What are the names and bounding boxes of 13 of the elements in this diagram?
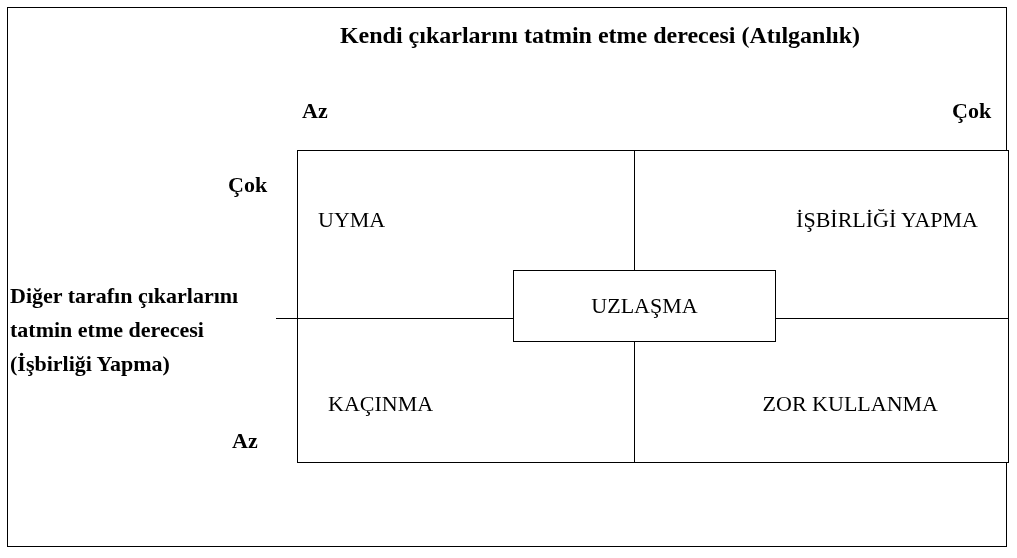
quadrant-label: KAÇINMA <box>328 391 434 417</box>
quadrant-label: UYMA <box>318 207 386 233</box>
axis-label: Çok <box>952 97 992 125</box>
quadrant-cell <box>634 318 1009 463</box>
title: Kendi çıkarlarını tatmin etme derecesi (Atılganlık) <box>338 22 862 49</box>
axis-label: Az <box>302 97 328 125</box>
axis-label: Diğer tarafın çıkarlarını tatmin etme derecesi (İşbirliği Yapma) <box>10 282 240 378</box>
quadrant-cell <box>297 318 635 463</box>
center-box: UZLAŞMA <box>513 270 776 342</box>
axis-label: Çok <box>228 171 268 199</box>
axis-label: Az <box>232 427 258 455</box>
quadrant-label: ZOR KULLANMA <box>762 391 938 417</box>
quadrant-label: İŞBİRLİĞİ YAPMA <box>796 207 978 233</box>
